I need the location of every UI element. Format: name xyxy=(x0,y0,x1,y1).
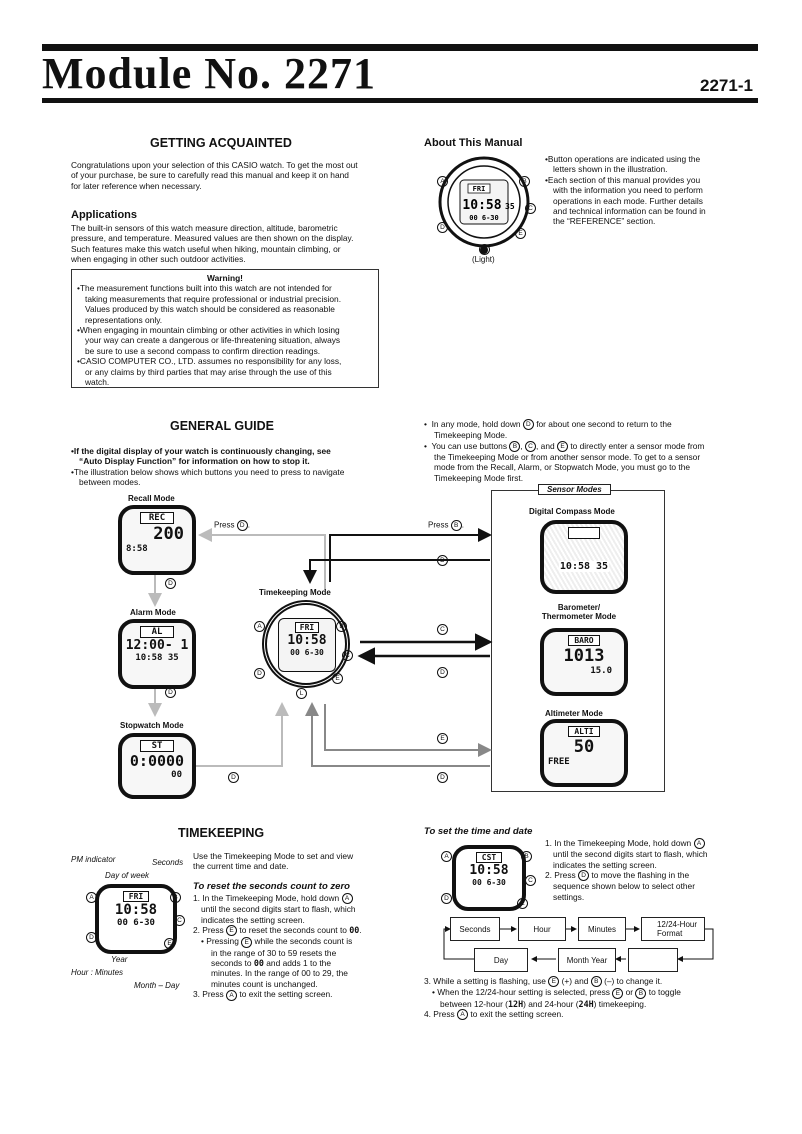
timekeeping-heading: TIMEKEEPING xyxy=(178,826,265,840)
stopwatch-mode-label: Stopwatch Mode xyxy=(120,721,184,730)
module-title: Module No. 2271 xyxy=(42,49,376,98)
st-button-a: A xyxy=(441,851,452,862)
tk-button-d: D xyxy=(254,668,265,679)
about-manual-heading: About This Manual xyxy=(424,137,523,149)
applications-heading: Applications xyxy=(71,209,138,221)
button-a-icon: A xyxy=(437,176,448,187)
month-day-label: Month – Day xyxy=(134,981,180,990)
flow-blank xyxy=(628,948,678,972)
top-rule xyxy=(42,44,758,51)
warning-list: •The measurement functions built into th… xyxy=(77,283,342,388)
tk2-button-a: A xyxy=(86,892,97,903)
sensor-modes-label: Sensor Modes xyxy=(538,484,611,495)
general-guide-heading: GENERAL GUIDE xyxy=(170,419,274,433)
reset-seconds-heading: To reset the seconds count to zero xyxy=(193,881,350,892)
flow-hour: Hour xyxy=(518,917,566,941)
altimeter-mode-label: Altimeter Mode xyxy=(545,709,603,718)
press-b-label: Press B. xyxy=(428,520,464,531)
barometer-display: BARO 1013 15.0 xyxy=(540,628,628,696)
getting-acquainted-heading: GETTING ACQUAINTED xyxy=(150,136,292,150)
pm-indicator-label: PM indicator xyxy=(71,855,116,864)
altimeter-display: ALTI 50 FREE xyxy=(540,719,628,787)
button-e-icon: E xyxy=(515,228,526,239)
svg-text:35: 35 xyxy=(505,202,515,211)
button-l-icon: L xyxy=(479,244,490,255)
warning-box: Warning! •The measurement functions buil… xyxy=(71,269,379,388)
button-c-icon: C xyxy=(525,203,536,214)
compass-mode-label: Digital Compass Mode xyxy=(529,507,615,516)
alarm-mode-label: Alarm Mode xyxy=(130,608,176,617)
button-d-icon: D xyxy=(437,222,448,233)
arrow-d-label-2: D xyxy=(437,667,448,678)
st-button-c: C xyxy=(525,875,536,886)
arrow-d-label-1: D xyxy=(437,555,448,566)
tk2-button-e: E xyxy=(164,938,175,949)
applications-text: The built-in sensors of this watch measu… xyxy=(71,223,354,265)
day-of-week-label: Day of week xyxy=(105,871,150,880)
tk2-button-c: C xyxy=(174,915,185,926)
stopwatch-display: ST 0:0000 00 xyxy=(118,733,196,799)
timekeeping-mode-label: Timekeeping Mode xyxy=(259,588,331,597)
tk-button-c: C xyxy=(342,650,353,661)
tk2-button-b: B xyxy=(170,892,181,903)
reset-seconds-steps: 1. In the Timekeeping Mode, hold down A … xyxy=(193,893,362,1001)
guide-arrows xyxy=(148,528,493,767)
st-button-e: E xyxy=(517,898,528,909)
recall-mode-label: Recall Mode xyxy=(128,494,175,503)
page-number: 2271-1 xyxy=(700,76,753,95)
svg-text:10:58: 10:58 xyxy=(462,198,501,213)
alarm-display: AL 12:00- 1 10:58 35 xyxy=(118,619,196,689)
set-time-watch: CST 10:58 00 6-30 xyxy=(452,845,526,911)
flow-month-year: Month Year xyxy=(558,948,616,972)
intro-text: Congratulations upon your selection of t… xyxy=(71,160,358,191)
watch-illustration-about: FRI 10:58 35 00 6-30 xyxy=(438,156,530,254)
arrow-e-label: E xyxy=(437,733,448,744)
timekeeping-intro: Use the Timekeeping Mode to set and view… xyxy=(193,851,354,872)
warning-title: Warning! xyxy=(207,273,243,283)
st-button-b: B xyxy=(521,851,532,862)
year-label: Year xyxy=(111,955,128,964)
button-b-icon: B xyxy=(519,176,530,187)
recall-display: REC 200 8:58 xyxy=(118,505,196,575)
flow-seconds: Seconds xyxy=(450,917,500,941)
svg-text:00 6-30: 00 6-30 xyxy=(469,214,499,222)
barometer-mode-label: Barometer/Thermometer Mode xyxy=(541,603,617,621)
timekeeping-display: FRI 10:58 00 6-30 xyxy=(95,884,177,954)
lcd-day: FRI xyxy=(473,185,486,193)
press-d-label: Press D. xyxy=(214,520,250,531)
setting-flow-arrows xyxy=(443,926,714,962)
tk-button-l: L xyxy=(296,688,307,699)
set-time-steps-3-4: 3. While a setting is flashing, use E (+… xyxy=(424,976,681,1021)
seconds-label: Seconds xyxy=(152,858,184,867)
flow-minutes: Minutes xyxy=(578,917,626,941)
arrow-d-label-6: D xyxy=(228,772,239,783)
st-button-d: D xyxy=(441,893,452,904)
set-time-heading: To set the time and date xyxy=(424,826,533,837)
tk-button-e: E xyxy=(332,673,343,684)
tk2-button-d: D xyxy=(86,932,97,943)
tk-button-b: B xyxy=(336,621,347,632)
light-label: (Light) xyxy=(472,255,495,264)
compass-display: 10:58 35 xyxy=(540,520,628,594)
hour-minutes-label: Hour : Minutes xyxy=(71,968,124,977)
tk-button-a: A xyxy=(254,621,265,632)
about-manual-text: •Button operations are indicated using t… xyxy=(545,154,706,227)
arrow-d-label-4: D xyxy=(165,578,176,589)
arrow-d-label-3: D xyxy=(437,772,448,783)
general-guide-right-notes: • In any mode, hold down D for about one… xyxy=(424,419,705,483)
header-rule xyxy=(42,98,758,103)
set-time-steps-1-2: 1. In the Timekeeping Mode, hold down A … xyxy=(545,838,708,902)
arrow-c-label: C xyxy=(437,624,448,635)
general-guide-notes: •If the digital display of your watch is… xyxy=(71,446,345,488)
flow-day: Day xyxy=(474,948,528,972)
